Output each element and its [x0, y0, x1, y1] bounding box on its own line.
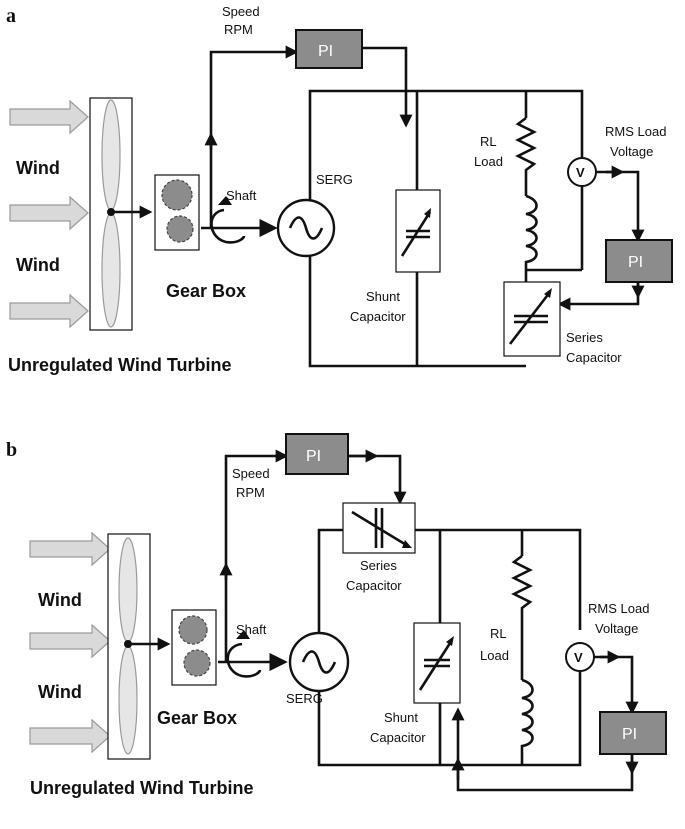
gear-icon [178, 615, 208, 645]
pi-to-series-line [348, 454, 407, 505]
rl-label-line1: RL [490, 626, 507, 641]
wind-arrow-icon [29, 623, 111, 659]
gear-icon [166, 215, 194, 243]
inductor-icon [524, 194, 538, 282]
rms-label-line1: RMS Load [605, 124, 666, 139]
resistor-icon [511, 554, 533, 680]
speed-feedback-line [224, 449, 289, 662]
turbine-blade-icon [101, 212, 121, 328]
gearbox-label: Gear Box [157, 708, 237, 728]
wind-arrow-icon [29, 718, 111, 754]
gear-icon [161, 179, 193, 211]
wind-label-top: Wind [38, 590, 82, 610]
wind-arrows-a [9, 99, 89, 329]
shunt-label-line2: Capacitor [370, 730, 426, 745]
series-label-line2: Capacitor [566, 350, 622, 365]
panel-b: b Wind Wind Unregulated Wind Turbine Gea… [6, 433, 667, 798]
variable-capacitor-arrowhead-icon [402, 540, 412, 548]
rl-label-line1: RL [480, 134, 497, 149]
rl-label-line2: Load [474, 154, 503, 169]
variable-capacitor-icon [351, 508, 409, 548]
rms-label-line1: RMS Load [588, 601, 649, 616]
turbine-label: Unregulated Wind Turbine [8, 355, 232, 375]
wind-arrow-icon [9, 195, 89, 231]
main-bus-bottom [308, 256, 526, 368]
shunt-label-line1: Shunt [384, 710, 418, 725]
shunt-label-line1: Shunt [366, 289, 400, 304]
pi-to-shunt-line [362, 46, 413, 128]
speed-label-line2: RPM [224, 22, 253, 37]
voltmeter-to-pi-line [594, 655, 639, 715]
wind-arrow-icon [29, 531, 111, 567]
wind-label-bottom: Wind [38, 682, 82, 702]
generator-sine-icon [301, 650, 337, 674]
voltmeter-to-pi-line [596, 170, 645, 243]
pi-controller-speed [295, 29, 363, 69]
wind-label-bottom: Wind [16, 255, 60, 275]
series-label-line2: Capacitor [346, 578, 402, 593]
pi-controller-speed-label: PI [306, 448, 321, 465]
shunt-label-line2: Capacitor [350, 309, 406, 324]
speed-label-line1: Speed [222, 4, 260, 19]
generator-label: SERG [316, 172, 353, 187]
shaft-label: Shaft [236, 622, 267, 637]
turbine-blade-icon [101, 99, 121, 211]
shaft-label: Shaft [226, 188, 257, 203]
main-bus-top-left [317, 528, 343, 633]
variable-capacitor-icon [508, 291, 552, 345]
speed-label-line1: Speed [232, 466, 270, 481]
shaft-rotation-icon [226, 642, 262, 678]
pi-controller-voltage [599, 711, 667, 755]
panel-a: a Wind Wind Unregulated Wind Turbine Gea… [6, 4, 673, 375]
variable-capacitor-arrowhead-icon [424, 208, 431, 218]
voltmeter-label: V [576, 165, 585, 180]
rl-label-line2: Load [480, 648, 509, 663]
wind-arrow-icon [9, 99, 89, 135]
speed-feedback-line [209, 45, 299, 228]
generator-label: SERG [286, 691, 323, 706]
variable-capacitor-icon [418, 639, 454, 691]
series-label-line1: Series [566, 330, 603, 345]
series-label-line1: Series [360, 558, 397, 573]
panel-letter-b: b [6, 439, 17, 461]
speed-label-line2: RPM [236, 485, 265, 500]
pi-to-series-line [557, 282, 640, 311]
inductor-icon [520, 678, 534, 765]
wind-arrow-icon [9, 293, 89, 329]
generator-sine-icon [288, 216, 324, 240]
gear-icon [183, 649, 211, 677]
pi-controller-voltage-label: PI [622, 726, 637, 743]
main-bus-bottom [317, 691, 582, 767]
resistor-icon [515, 116, 537, 196]
shaft-rotation-arrowhead-icon [236, 630, 250, 639]
voltmeter-label: V [574, 650, 583, 665]
turbine-blade-icon [118, 537, 138, 643]
main-bus-top-right [415, 528, 582, 630]
wind-label-top: Wind [16, 158, 60, 178]
wind-arrows-b [29, 531, 111, 754]
pi-controller-voltage [605, 239, 673, 283]
rms-label-line2: Voltage [610, 144, 653, 159]
pi-controller-speed [285, 433, 349, 475]
pi-controller-speed-label: PI [318, 43, 333, 60]
variable-capacitor-icon [400, 211, 432, 257]
rms-label-line2: Voltage [595, 621, 638, 636]
variable-capacitor-arrowhead-icon [446, 636, 454, 646]
pi-controller-voltage-label: PI [628, 254, 643, 271]
turbine-blade-icon [118, 645, 138, 755]
panel-letter-a: a [6, 5, 16, 27]
variable-capacitor-arrowhead-icon [544, 288, 552, 298]
shaft-rotation-arrowhead-icon [218, 196, 232, 205]
gearbox-label: Gear Box [166, 281, 246, 301]
turbine-label: Unregulated Wind Turbine [30, 778, 254, 798]
series-capacitor-box [503, 281, 561, 357]
shaft-rotation-icon [210, 208, 246, 244]
